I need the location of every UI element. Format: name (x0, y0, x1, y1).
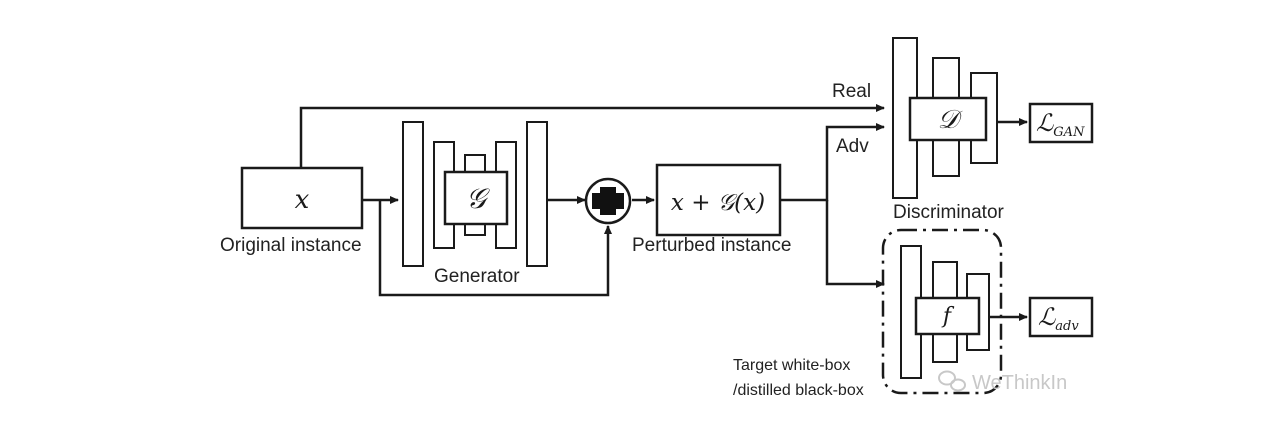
plus-icon (592, 187, 624, 215)
original-instance-symbol: x (295, 185, 310, 215)
loss-adv-label: ℒadv (1038, 303, 1079, 334)
perturbed-instance-symbol: x + 𝒢(x) (671, 190, 765, 216)
wechat-icon (938, 370, 966, 392)
edge-real-to-discriminator (299, 104, 885, 168)
target-caption-line2: /distilled black-box (733, 382, 864, 399)
original-instance-box (240, 166, 364, 230)
discriminator-core-box (908, 96, 988, 142)
real-edge-label: Real (832, 81, 871, 102)
adder-node (584, 177, 632, 225)
loss-gan-node: ℒGAN (1028, 102, 1094, 144)
original-instance-caption: Original instance (220, 235, 362, 256)
loss-adv-symbol: ℒ (1038, 303, 1056, 331)
loss-adv-subscript: adv (1055, 319, 1079, 334)
loss-gan-subscript: GAN (1053, 125, 1085, 140)
edge-perturbed-to-target (825, 200, 885, 288)
generator-layer (402, 121, 424, 267)
discriminator-node: 𝒟 Discriminator (892, 37, 1005, 223)
perturbed-instance-caption: Perturbed instance (632, 235, 792, 256)
loss-gan-box (1028, 102, 1094, 144)
target-model-dashed-frame (881, 228, 1003, 395)
adv-edge-label: Adv (836, 136, 869, 157)
connections (299, 104, 1028, 321)
edge-adv-to-discriminator (780, 123, 885, 202)
generator-node: 𝒢 Generator (402, 121, 548, 287)
loss-adv-node: ℒadv (1028, 296, 1094, 338)
loss-adv-box (1028, 296, 1094, 338)
generator-caption: Generator (434, 266, 520, 287)
watermark: WeThinkIn (938, 370, 1067, 394)
generator-layer (526, 121, 548, 267)
loss-gan-label: ℒGAN (1036, 109, 1085, 140)
edge-x-to-adder-skip (378, 200, 612, 297)
target-caption-line1: Target white-box (733, 357, 850, 374)
perturbed-instance-node: x + 𝒢(x) Perturbed instance (632, 163, 792, 256)
target-model-node: f Target white-box /distilled black-box (733, 228, 1003, 399)
perturbed-instance-box (655, 163, 782, 237)
generator-core-box (443, 170, 509, 226)
loss-gan-symbol: ℒ (1036, 109, 1054, 137)
target-core-box (914, 296, 981, 336)
discriminator-caption: Discriminator (893, 202, 1005, 223)
watermark-text: WeThinkIn (972, 372, 1067, 394)
original-instance-node: x Original instance (220, 166, 364, 256)
